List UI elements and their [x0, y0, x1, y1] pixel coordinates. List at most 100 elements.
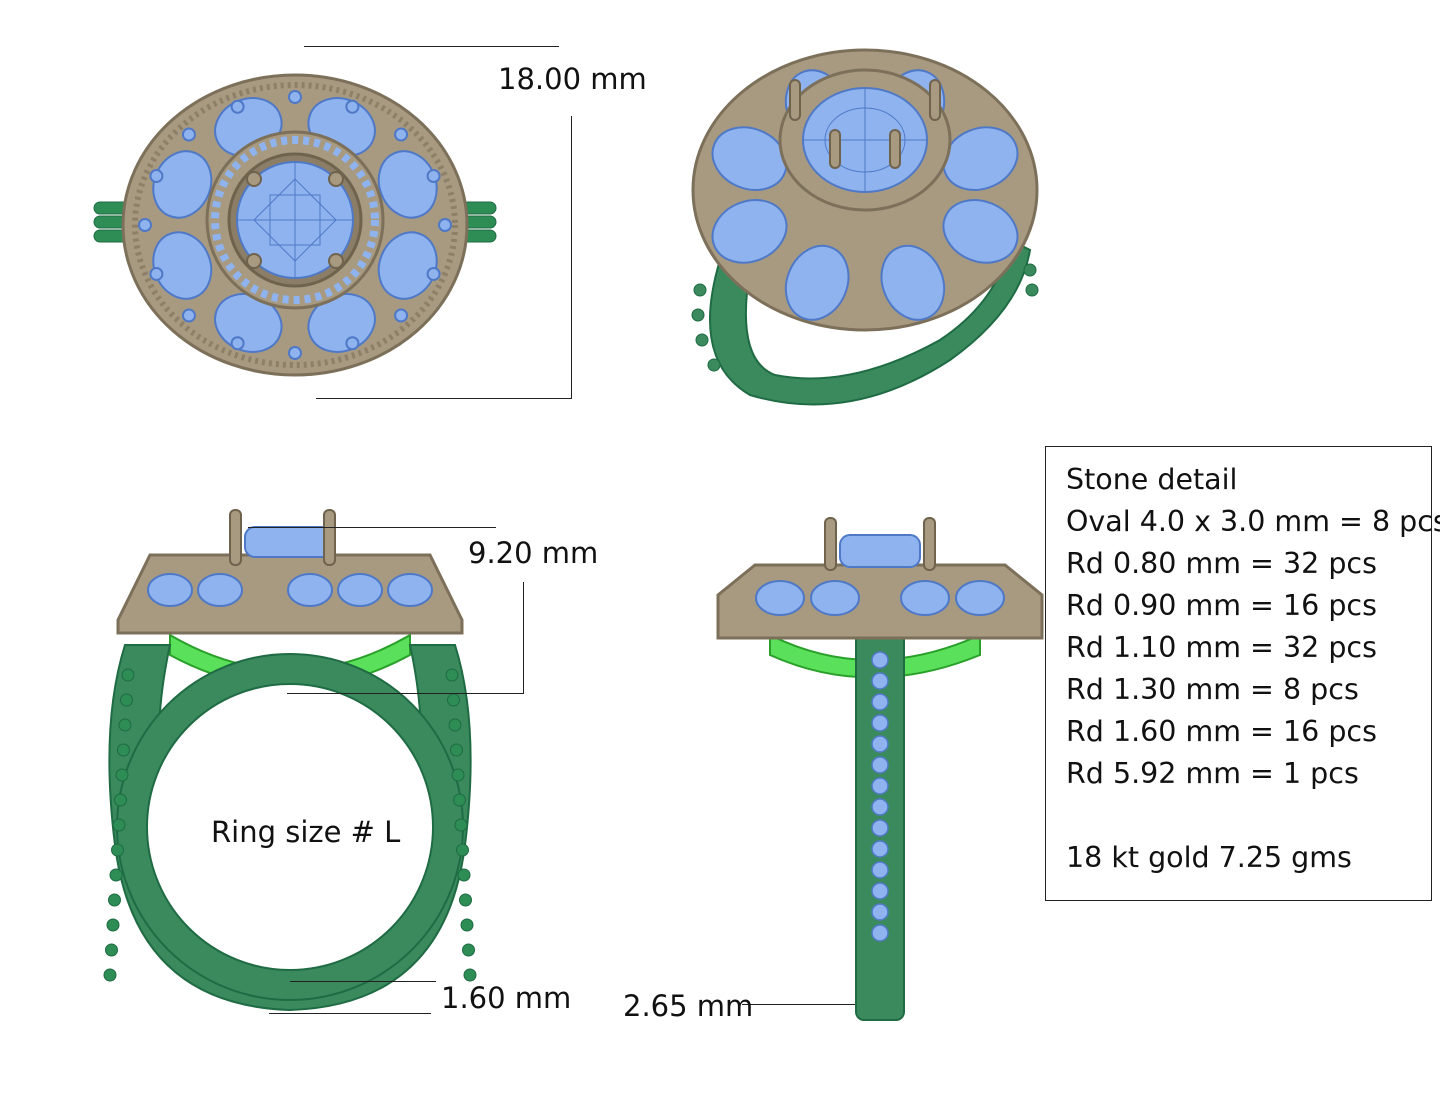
perspective-view	[680, 30, 1060, 420]
round-stone	[871, 693, 889, 711]
shank-thickness-top-line	[290, 981, 436, 982]
round-stone	[871, 756, 889, 774]
stone-detail-line: Rd 1.60 mm = 16 pcs	[1066, 715, 1377, 748]
round-stone	[871, 651, 889, 669]
oval-stone	[147, 573, 193, 607]
side-bead	[456, 843, 469, 857]
side-bead	[450, 743, 463, 757]
perspective-view-drawing	[691, 48, 1039, 406]
side-bead	[115, 768, 129, 782]
round-stone	[426, 169, 441, 184]
round-stone	[149, 169, 164, 184]
side-view-drawing	[716, 517, 1044, 1021]
round-stone	[871, 924, 889, 942]
round-stone	[288, 90, 302, 104]
oval-stone	[197, 573, 243, 607]
stone-detail-box: Stone detail Oval 4.0 x 3.0 mm = 8 pcs R…	[1045, 446, 1440, 901]
round-stone	[181, 127, 196, 142]
round-stone	[288, 346, 302, 360]
side-bead	[117, 743, 130, 757]
side-bead	[108, 893, 121, 907]
side-bead	[114, 793, 127, 807]
oval-stone	[755, 580, 805, 616]
head-height-top-line	[248, 527, 496, 528]
round-stone	[426, 266, 441, 281]
side-bead	[112, 818, 126, 832]
front-view-drawing	[103, 509, 477, 1012]
side-bead	[454, 818, 468, 832]
side-bead	[118, 718, 132, 732]
width-dimension-label: 18.00 mm	[498, 62, 647, 96]
width-dimension-top-line	[304, 46, 559, 47]
side-bead	[447, 693, 460, 707]
oval-stone	[880, 244, 946, 321]
side-view	[710, 510, 1050, 1030]
round-stone	[871, 798, 889, 816]
side-bead	[106, 918, 120, 932]
oval-stone	[387, 573, 433, 607]
oval-stone	[955, 580, 1005, 616]
side-bead	[111, 843, 124, 857]
shank-thickness-bottom-line	[269, 1013, 431, 1014]
shank-width-line	[742, 1004, 855, 1005]
round-stone	[871, 819, 889, 837]
stone-detail-line: Rd 1.10 mm = 32 pcs	[1066, 631, 1377, 664]
side-bead	[103, 968, 117, 982]
oval-stone	[942, 199, 1019, 264]
side-bead	[453, 793, 466, 807]
round-stone	[138, 218, 152, 232]
round-stone	[230, 336, 245, 351]
round-stone	[394, 308, 409, 323]
stone-detail-spacer	[1066, 795, 1431, 837]
side-bead	[448, 718, 462, 732]
top-view-drawing	[93, 73, 497, 377]
head-height-bottom-line	[287, 693, 524, 694]
stone-detail-line: Rd 0.80 mm = 32 pcs	[1066, 547, 1377, 580]
side-bead	[457, 868, 471, 882]
round-stone	[871, 840, 889, 858]
round-stone	[149, 266, 164, 281]
front-view	[90, 505, 490, 1025]
round-stone	[345, 336, 360, 351]
metal-weight: 18 kt gold 7.25 gms	[1066, 841, 1352, 874]
round-stone	[394, 127, 409, 142]
oval-stone	[810, 580, 860, 616]
side-bead	[105, 943, 118, 957]
stone-detail-line: Oval 4.0 x 3.0 mm = 8 pcs	[1066, 505, 1440, 538]
side-bead	[109, 868, 123, 882]
oval-stone	[942, 126, 1019, 191]
round-stone	[181, 308, 196, 323]
oval-stone	[711, 199, 788, 264]
side-bead	[120, 693, 133, 707]
width-dimension-bottom-line	[316, 398, 572, 399]
shank-width-label: 2.65 mm	[623, 989, 754, 1023]
round-stone	[345, 99, 360, 114]
oval-stone	[337, 573, 383, 607]
side-bead	[462, 943, 475, 957]
side-bead	[459, 893, 472, 907]
stone-detail-line: Rd 1.30 mm = 8 pcs	[1066, 673, 1359, 706]
side-bead	[451, 768, 465, 782]
round-stone	[871, 861, 889, 879]
ring-size-label: Ring size # L	[211, 815, 401, 849]
side-bead	[445, 668, 459, 682]
round-stone	[871, 903, 889, 921]
shank-thickness-label: 1.60 mm	[441, 981, 572, 1015]
round-stone	[871, 882, 889, 900]
stone-detail-line: Rd 0.90 mm = 16 pcs	[1066, 589, 1377, 622]
round-stone	[230, 99, 245, 114]
round-stone	[871, 714, 889, 732]
width-dimension-vertical-line	[571, 116, 572, 399]
side-bead	[121, 668, 135, 682]
head-height-vertical-line	[523, 582, 524, 694]
oval-stone	[711, 126, 788, 191]
stone-detail-title: Stone detail	[1066, 463, 1238, 496]
round-stone	[871, 672, 889, 690]
oval-stone	[287, 573, 333, 607]
round-stone	[438, 218, 452, 232]
side-bead	[463, 968, 477, 982]
oval-stone	[900, 580, 950, 616]
round-stone	[871, 777, 889, 795]
side-bead	[460, 918, 474, 932]
round-stone	[871, 735, 889, 753]
